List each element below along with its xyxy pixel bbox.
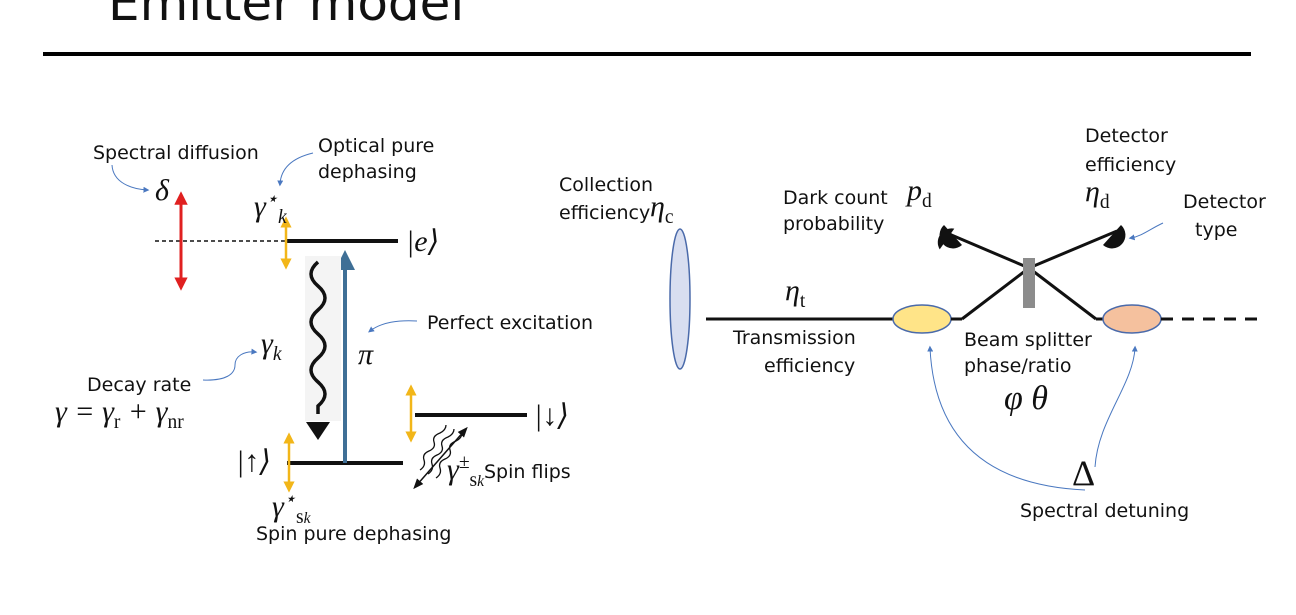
symbol-gamma-k-star: γ⋆k bbox=[254, 189, 287, 228]
label-perfect-excitation: Perfect excitation bbox=[427, 312, 594, 334]
decay-wavy-arrow bbox=[309, 260, 327, 414]
symbol-gamma-k: γk bbox=[261, 327, 282, 365]
label-transmission-efficiency-1: Transmission bbox=[733, 327, 856, 349]
detector-left bbox=[937, 225, 962, 250]
symbol-eta-d: ηd bbox=[1085, 175, 1110, 213]
label-decay-rate: Decay rate bbox=[87, 374, 192, 396]
label-collection-efficiency-2: efficiency bbox=[559, 202, 651, 224]
detector-right bbox=[1103, 225, 1126, 249]
callout-arrow-spectral-diffusion bbox=[111, 164, 150, 193]
label-transmission-efficiency-2: efficiency bbox=[764, 355, 856, 377]
symbol-gamma-s-star: γ⋆sk bbox=[272, 489, 311, 528]
label-detector-efficiency-1: Detector bbox=[1085, 125, 1168, 147]
symbol-gamma-s-pm: γ±sk bbox=[447, 452, 485, 491]
beam-path-b bbox=[1028, 266, 1097, 321]
label-spin-pure-dephasing: Spin pure dephasing bbox=[256, 523, 452, 545]
label-detector-type-1: Detector bbox=[1183, 191, 1266, 213]
callout-arrow-detector-type bbox=[1128, 222, 1164, 241]
label-optical-pure-dephasing-2: dephasing bbox=[318, 161, 417, 183]
label-detector-efficiency-2: efficiency bbox=[1085, 154, 1177, 176]
ket-down: |↓⟩ bbox=[534, 399, 569, 432]
callout-arrow-perfect-excitation bbox=[368, 320, 418, 333]
beam-path-c bbox=[941, 229, 1030, 270]
slide-title: Emitter model bbox=[108, 0, 465, 32]
label-spin-flips: Spin flips bbox=[484, 461, 571, 483]
symbol-Delta: Δ bbox=[1072, 453, 1096, 493]
beam-path-a bbox=[961, 266, 1030, 321]
label-spectral-diffusion: Spectral diffusion bbox=[93, 142, 259, 164]
title-rule bbox=[43, 52, 1251, 56]
collection-lens bbox=[669, 228, 691, 370]
callout-arrow-optical-dephasing bbox=[277, 152, 314, 187]
symbol-phi-theta: φ θ bbox=[1004, 380, 1049, 417]
label-spectral-detuning: Spectral detuning bbox=[1020, 500, 1190, 522]
spin-flip-arrow bbox=[413, 426, 468, 490]
label-beam-splitter-1: Beam splitter bbox=[964, 329, 1092, 351]
callout-arrow-decay-rate bbox=[202, 348, 258, 381]
symbol-pi: π bbox=[358, 338, 374, 371]
phase-modulator-1 bbox=[892, 304, 952, 334]
phase-modulator-2 bbox=[1102, 304, 1162, 334]
beam-splitter bbox=[1023, 258, 1035, 308]
decay-rate-equation: γ = γr + γnr bbox=[55, 395, 184, 433]
label-beam-splitter-2: phase/ratio bbox=[964, 355, 1072, 377]
ket-e: |e⟩ bbox=[406, 225, 440, 258]
label-collection-efficiency-1: Collection bbox=[559, 174, 653, 196]
ket-up: |↑⟩ bbox=[236, 445, 271, 478]
label-dark-count-1: Dark count bbox=[783, 187, 888, 209]
symbol-eta-c: ηc bbox=[650, 190, 674, 228]
callout-arrow-detuning-left bbox=[927, 345, 1086, 491]
symbol-eta-t: ηt bbox=[785, 274, 806, 312]
symbol-p-d: pd bbox=[907, 174, 932, 212]
symbol-delta: δ bbox=[155, 174, 169, 207]
decay-arrowhead bbox=[306, 422, 330, 440]
label-dark-count-2: probability bbox=[783, 213, 885, 235]
label-detector-type-2: type bbox=[1195, 219, 1238, 241]
beam-path-d bbox=[1028, 229, 1118, 270]
label-optical-pure-dephasing-1: Optical pure bbox=[318, 135, 435, 157]
callout-arrow-detuning-right bbox=[1094, 345, 1138, 468]
